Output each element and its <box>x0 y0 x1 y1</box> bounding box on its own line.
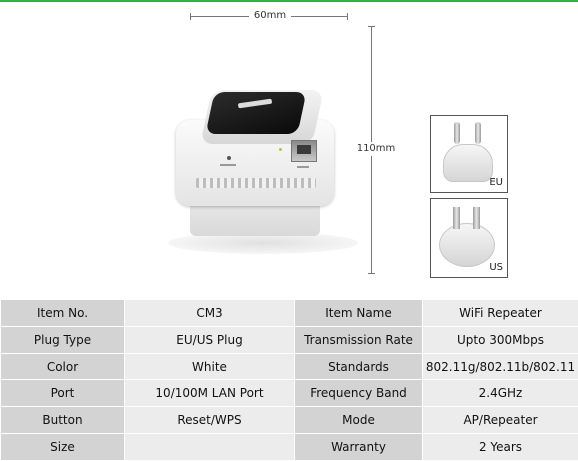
spec-label: Warranty <box>294 433 423 461</box>
spec-label: Button <box>0 406 125 435</box>
table-row: Button Reset/WPS Mode AP/Repeater <box>0 406 578 435</box>
spec-label: Standards <box>294 352 423 381</box>
spec-value: 802.11g/802.11b/802.11 <box>422 352 578 381</box>
us-plug-body <box>439 223 495 267</box>
device-black-panel <box>205 92 307 134</box>
status-led-icon <box>279 148 282 151</box>
spec-value: EU/US Plug <box>124 325 295 354</box>
spec-value: AP/Repeater <box>422 406 578 435</box>
spec-label: Item No. <box>0 300 125 327</box>
lan-port-icon <box>291 140 317 162</box>
spec-value: 10/100M LAN Port <box>124 379 295 408</box>
spec-value: WiFi Repeater <box>422 300 578 327</box>
table-row: Color White Standards 802.11g/802.11b/80… <box>0 352 578 381</box>
plug-pin-icon <box>453 207 460 229</box>
reset-label-mark <box>220 164 236 166</box>
spec-label: Port <box>0 379 125 408</box>
lan-label-mark <box>297 166 309 168</box>
plug-pin-icon <box>473 207 480 229</box>
spec-label: Plug Type <box>0 325 125 354</box>
table-row: Item No. CM3 Item Name WiFi Repeater <box>0 300 578 327</box>
table-row: Size Warranty 2 Years <box>0 433 578 461</box>
device-vents <box>196 178 316 188</box>
spec-value: 2 Years <box>422 433 578 461</box>
spec-label: Size <box>0 433 125 461</box>
spec-label: Frequency Band <box>294 379 423 408</box>
width-dimension-label: 60mm <box>249 9 291 23</box>
spec-value: 2.4GHz <box>422 379 578 408</box>
spec-label: Transmission Rate <box>294 325 423 354</box>
spec-value <box>124 433 295 461</box>
reset-hole-icon <box>227 156 231 160</box>
spec-label: Item Name <box>294 300 423 327</box>
spec-value: CM3 <box>124 300 295 327</box>
spec-label: Color <box>0 352 125 381</box>
plug-pin-icon <box>475 122 481 144</box>
spec-value: Upto 300Mbps <box>422 325 578 354</box>
spec-table: Item No. CM3 Item Name WiFi Repeater Plu… <box>0 300 578 461</box>
plug-pin-icon <box>454 122 460 144</box>
device-shadow <box>168 232 358 254</box>
eu-plug-body <box>443 144 493 182</box>
eu-plug-image: EU <box>430 115 508 193</box>
top-accent-line <box>0 0 578 2</box>
eu-plug-label: EU <box>489 177 503 188</box>
us-plug-image: US <box>430 198 508 278</box>
spec-value: White <box>124 352 295 381</box>
height-dimension-label: 110mm <box>352 142 400 156</box>
table-row: Plug Type EU/US Plug Transmission Rate U… <box>0 325 578 354</box>
spec-label: Mode <box>294 406 423 435</box>
table-row: Port 10/100M LAN Port Frequency Band 2.4… <box>0 379 578 408</box>
us-plug-label: US <box>489 262 503 273</box>
spec-value: Reset/WPS <box>124 406 295 435</box>
